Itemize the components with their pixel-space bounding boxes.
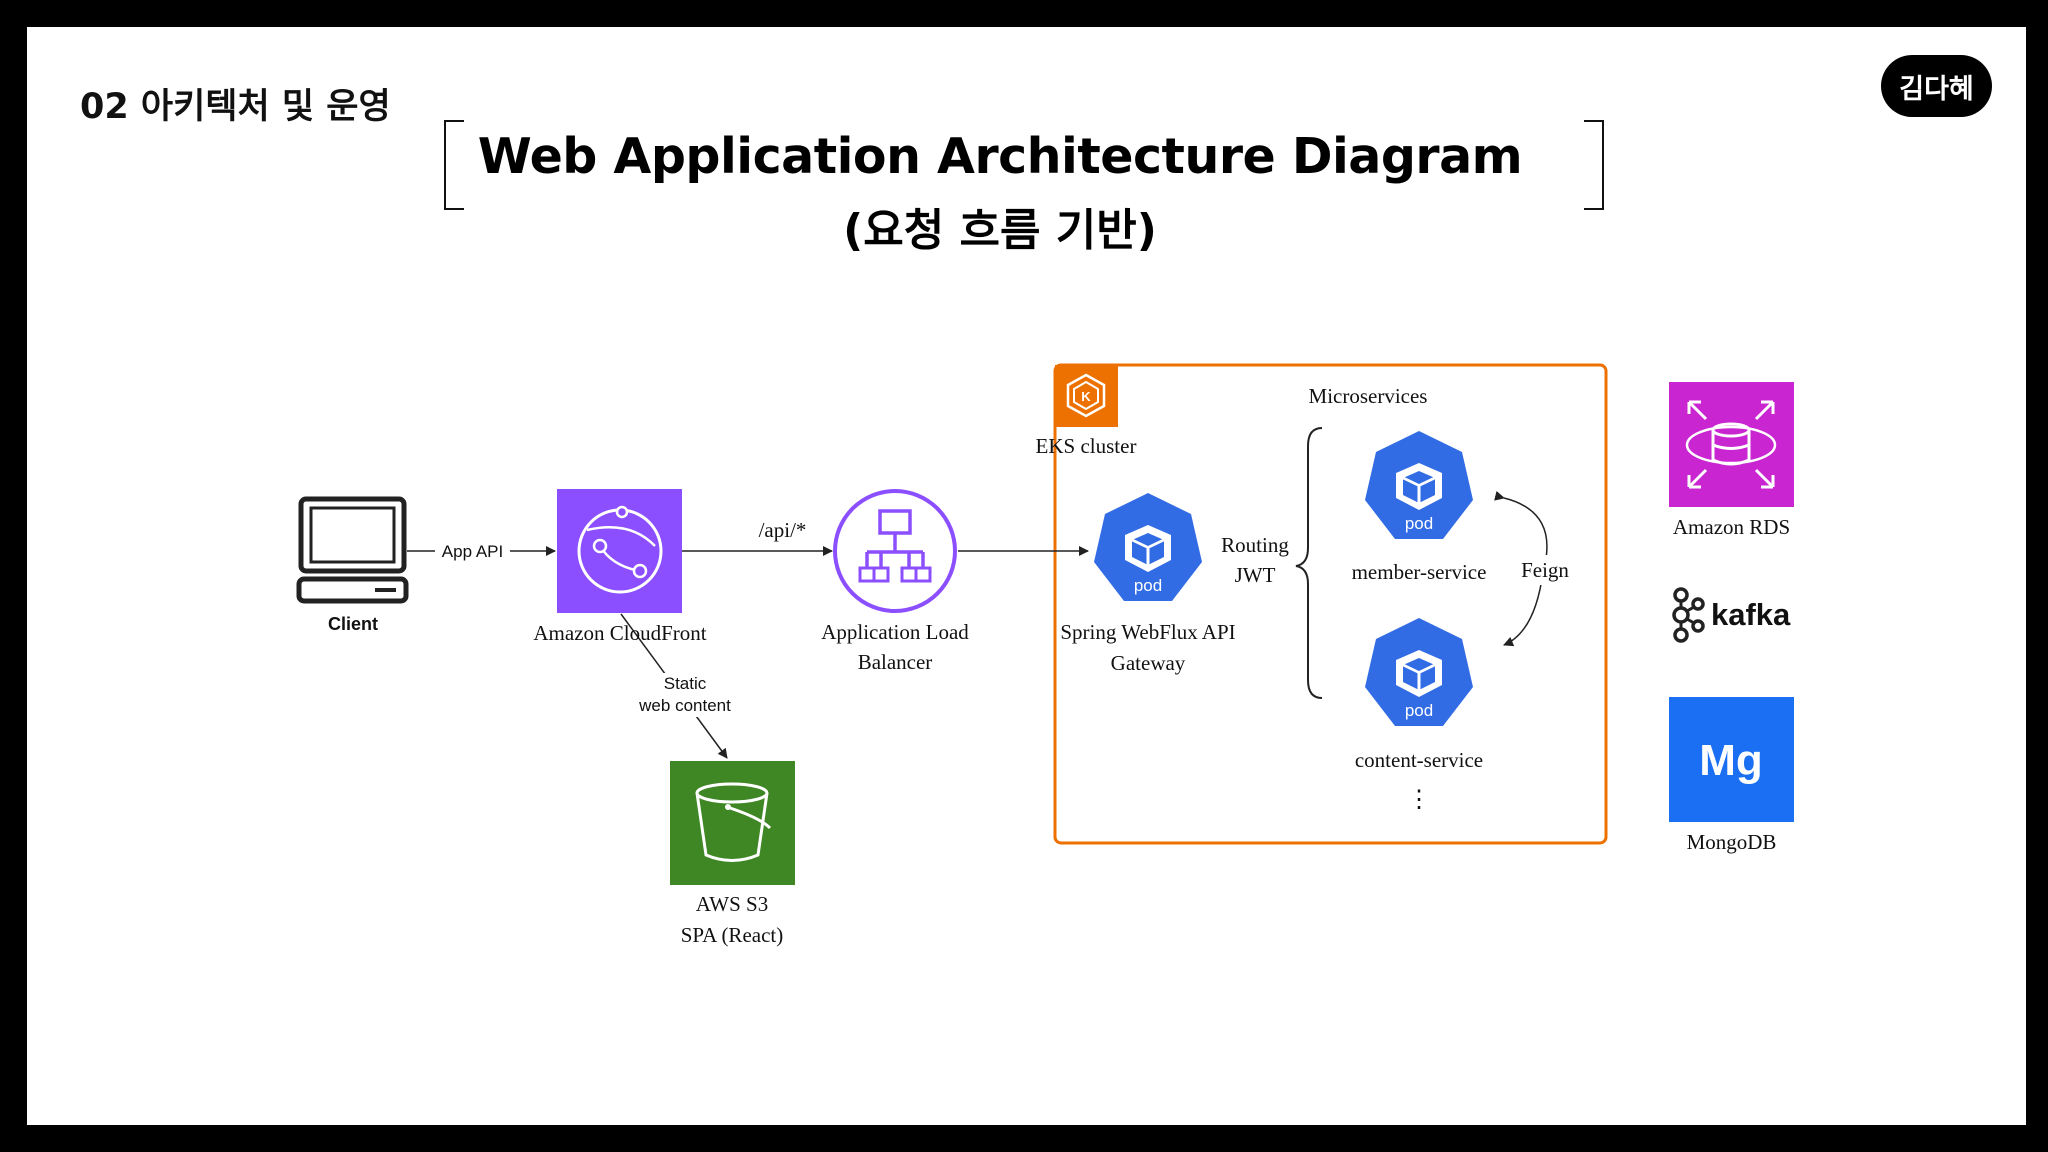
cloudfront-icon <box>557 489 682 613</box>
kafka-icon <box>1672 587 1705 643</box>
s3-label-line1: AWS S3 <box>695 892 769 916</box>
pod-icon: pod <box>1365 431 1473 539</box>
alb-label-line1: Application Load <box>821 620 969 644</box>
microservices-label: Microservices <box>1308 384 1428 408</box>
laptop-icon <box>296 496 409 604</box>
content-service-label: content-service <box>1354 748 1484 772</box>
svg-text:K: K <box>1081 389 1091 404</box>
rds-icon <box>1669 382 1794 507</box>
routing-label: Routing <box>1221 533 1289 557</box>
edge-label-api: /api/* <box>758 518 807 542</box>
page-subtitle: (요청 흐름 기반) <box>843 205 1157 256</box>
eks-cluster-label: EKS cluster <box>1035 434 1137 458</box>
svg-text:pod: pod <box>1405 701 1433 720</box>
eks-icon: K <box>1055 365 1118 427</box>
member-service-label: member-service <box>1351 560 1487 584</box>
client-label: Client <box>327 614 378 634</box>
left-bracket <box>444 120 464 210</box>
mongodb-label: MongoDB <box>1686 830 1777 854</box>
load-balancer-icon <box>833 489 957 613</box>
gateway-label-line2: Gateway <box>1110 651 1186 675</box>
cloudfront-label: Amazon CloudFront <box>533 621 707 645</box>
slide <box>27 27 2026 1125</box>
rds-label: Amazon RDS <box>1672 515 1791 539</box>
edge-label-static-line1: Static <box>625 673 745 695</box>
svg-text:pod: pod <box>1134 576 1162 595</box>
eks-cluster-boundary <box>1053 363 1608 845</box>
edge-label-static-line2: web content <box>625 695 745 717</box>
jwt-label: JWT <box>1234 563 1276 587</box>
svg-text:pod: pod <box>1405 514 1433 533</box>
page-title: Web Application Architecture Diagram <box>477 128 1523 185</box>
right-bracket <box>1584 120 1604 210</box>
more-services-ellipsis: ⋮ <box>1407 787 1431 813</box>
edge-label-app-api: App API <box>435 537 510 567</box>
author-badge: 김다혜 <box>1881 55 1992 117</box>
svg-text:Mg: Mg <box>1699 736 1763 785</box>
microservices-brace <box>1295 427 1323 699</box>
feign-label: Feign <box>1510 555 1580 585</box>
pod-icon: pod <box>1365 618 1473 726</box>
pod-icon: pod <box>1094 493 1202 601</box>
kafka-label: kafka <box>1711 597 1791 632</box>
alb-label-line2: Balancer <box>857 650 933 674</box>
gateway-label-line1: Spring WebFlux API <box>1060 620 1236 644</box>
mongodb-icon: Mg <box>1669 697 1794 822</box>
section-title: 02 아키텍처 및 운영 <box>80 87 391 127</box>
s3-label-line2: SPA (React) <box>680 923 784 947</box>
s3-bucket-icon <box>670 761 795 885</box>
